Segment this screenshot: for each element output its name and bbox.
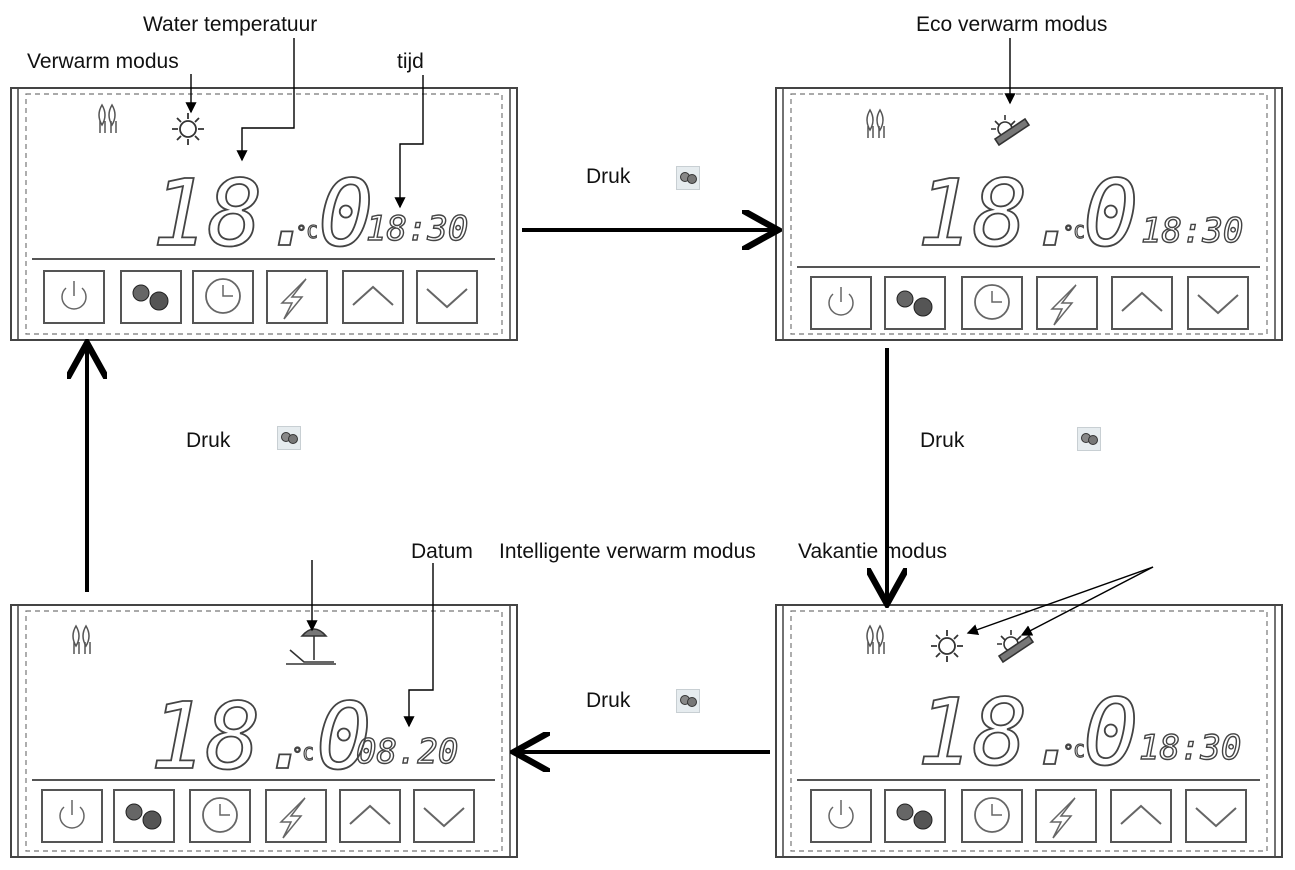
temperature-display: 18.0 bbox=[917, 679, 1139, 786]
gears-icon bbox=[676, 689, 700, 713]
gears-icon bbox=[676, 166, 700, 190]
label-intelligente-verwarm-modus: Intelligente verwarm modus bbox=[499, 540, 756, 563]
eco-sun-icon bbox=[991, 115, 1031, 147]
label-verwarm-modus: Verwarm modus bbox=[27, 50, 179, 73]
power-button[interactable] bbox=[43, 270, 105, 324]
temperature-unit: °C bbox=[1063, 222, 1085, 243]
clock-display: 18:30 bbox=[1139, 728, 1241, 768]
gears-icon bbox=[1077, 427, 1101, 451]
thermostat-panel-heating: 18.0 °C 18:30 bbox=[10, 83, 518, 345]
chevron-down-button[interactable] bbox=[413, 789, 475, 843]
fan-icon bbox=[72, 624, 91, 654]
thermostat-panel-intelligent: 18.0 °C 18:30 bbox=[775, 600, 1283, 862]
gears-button[interactable] bbox=[113, 789, 175, 843]
eco-sun-icon bbox=[997, 630, 1035, 664]
druk-label-right: Druk bbox=[586, 165, 631, 188]
gears-button[interactable] bbox=[884, 276, 946, 330]
druk-label-left: Druk bbox=[186, 429, 231, 452]
thermostat-panel-eco: 18.0 °C 18:30 bbox=[775, 83, 1283, 345]
temperature-display: 18.0 bbox=[152, 160, 374, 267]
temperature-display: 18.0 bbox=[917, 160, 1139, 267]
gears-button[interactable] bbox=[120, 270, 182, 324]
chevron-up-button[interactable] bbox=[342, 270, 404, 324]
druk-label-down: Druk bbox=[920, 429, 965, 452]
label-vakantie-modus: Vakantie modus bbox=[798, 540, 948, 563]
gears-icon bbox=[277, 426, 301, 450]
chevron-up-button[interactable] bbox=[339, 789, 401, 843]
chevron-down-button[interactable] bbox=[416, 270, 478, 324]
druk-label-bottom: Druk bbox=[586, 689, 631, 712]
lightning-button[interactable] bbox=[265, 789, 327, 843]
clock-display: 18:30 bbox=[366, 209, 468, 249]
label-datum: Datum bbox=[411, 540, 473, 563]
label-water-temperatuur: Water temperatuur bbox=[143, 13, 318, 36]
pointer-intelligent-sun bbox=[966, 566, 1154, 635]
label-eco-verwarm-modus: Eco verwarm modus bbox=[916, 13, 1108, 36]
pointer-water-temperatuur bbox=[236, 38, 295, 162]
lightning-button[interactable] bbox=[266, 270, 328, 324]
sun-icon bbox=[172, 113, 204, 145]
sun-icon bbox=[931, 630, 963, 662]
chevron-down-button[interactable] bbox=[1185, 789, 1247, 843]
chevron-up-button[interactable] bbox=[1110, 789, 1172, 843]
lightning-button[interactable] bbox=[1036, 276, 1098, 330]
clock-button[interactable] bbox=[961, 789, 1023, 843]
temperature-unit: °C bbox=[1063, 741, 1085, 762]
clock-button[interactable] bbox=[189, 789, 251, 843]
pointer-datum bbox=[403, 563, 434, 728]
power-button[interactable] bbox=[810, 276, 872, 330]
temperature-unit: °C bbox=[296, 222, 318, 243]
fan-icon bbox=[866, 108, 885, 138]
pointer-tijd bbox=[394, 75, 424, 209]
temperature-display: 18.0 bbox=[150, 683, 372, 790]
gears-button[interactable] bbox=[884, 789, 946, 843]
lightning-button[interactable] bbox=[1035, 789, 1097, 843]
clock-button[interactable] bbox=[961, 276, 1023, 330]
date-display: 08.20 bbox=[356, 732, 458, 772]
chevron-up-button[interactable] bbox=[1111, 276, 1173, 330]
clock-display: 18:30 bbox=[1141, 211, 1243, 251]
clock-button[interactable] bbox=[192, 270, 254, 324]
temperature-unit: °C bbox=[292, 744, 314, 765]
thermostat-panel-vacation: 18.0 °C 08.20 bbox=[10, 600, 518, 862]
pointer-intelligent-eco bbox=[1020, 566, 1154, 636]
fan-icon bbox=[866, 624, 885, 654]
power-button[interactable] bbox=[810, 789, 872, 843]
power-button[interactable] bbox=[41, 789, 103, 843]
label-tijd: tijd bbox=[397, 50, 424, 73]
chevron-down-button[interactable] bbox=[1187, 276, 1249, 330]
fan-icon bbox=[98, 103, 117, 133]
